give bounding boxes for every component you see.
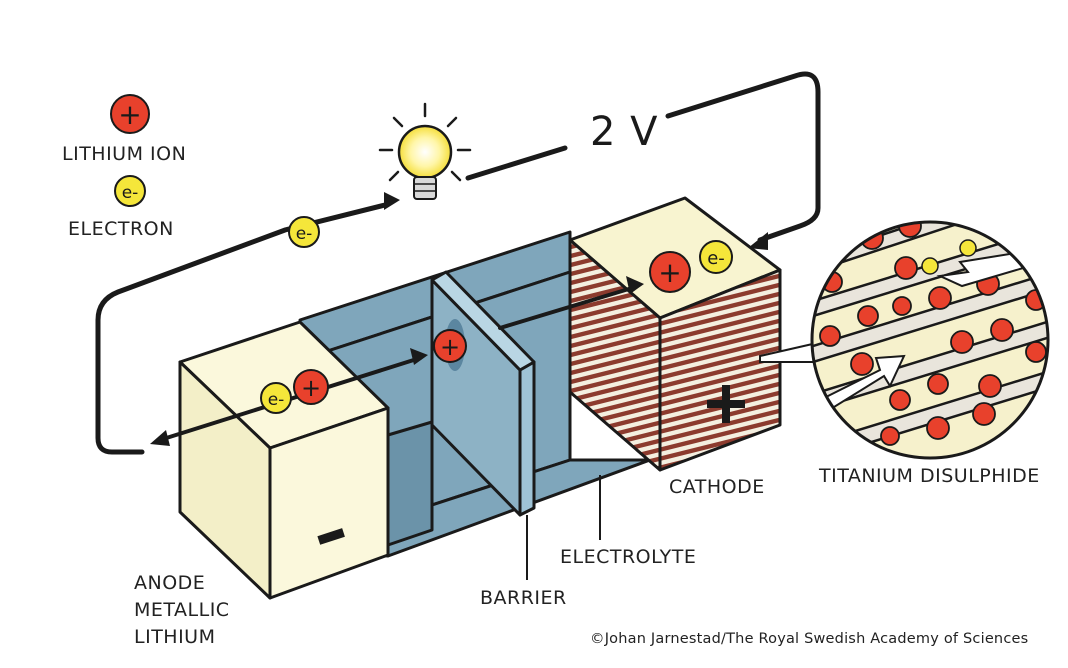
cathode-electron-symbol: e- <box>707 248 725 269</box>
cathode-plus-icon <box>707 385 745 423</box>
anode-minus-icon <box>317 528 345 545</box>
legend-ion-icon: + <box>110 94 150 134</box>
ion-arrow-icon <box>410 348 428 365</box>
anode-ion-icon: + <box>293 369 329 405</box>
legend-electron-icon: e- <box>114 175 146 207</box>
legend-ion-symbol: + <box>118 98 141 131</box>
voltage-label: 2 V <box>590 109 659 155</box>
light-bulb-icon <box>378 102 472 200</box>
anode-electron-icon: e- <box>260 382 292 414</box>
barrier-ion-icon: + <box>433 329 467 363</box>
cathode-block <box>568 196 782 472</box>
legend-electron-symbol: e- <box>122 183 139 203</box>
wire-electron-icon: e- <box>288 216 320 248</box>
cathode-ion-symbol: + <box>658 256 681 289</box>
wire-electron-symbol: e- <box>296 224 313 244</box>
electrolyte-label: ELECTROLYTE <box>560 546 697 568</box>
circuit-wire <box>95 71 821 455</box>
anode-electron-symbol: e- <box>268 390 285 410</box>
label-leaders <box>526 475 601 580</box>
legend-electron-label: ELECTRON <box>68 218 174 240</box>
barrier-ion-symbol: + <box>440 333 460 361</box>
wire-arrow-icon <box>384 192 400 210</box>
legend-ion-label: LITHIUM ION <box>62 143 187 165</box>
credit-text: ©Johan Jarnestad/The Royal Swedish Acade… <box>590 631 1029 647</box>
ion-arrow-icon <box>150 430 170 446</box>
magnified-view <box>810 220 1050 460</box>
anode-label: ANODE METALLIC LITHIUM <box>134 570 230 651</box>
anode-label-line-2: METALLIC <box>134 599 230 621</box>
cathode-electron-icon: e- <box>699 240 733 274</box>
anode-label-line-3: LITHIUM <box>134 626 216 648</box>
titanium-disulphide-label: TITANIUM DISULPHIDE <box>819 465 1040 487</box>
barrier-label: BARRIER <box>480 587 567 609</box>
cathode-ion-icon: + <box>649 251 691 293</box>
ion-arrow-icon <box>626 276 644 294</box>
cathode-label: CATHODE <box>669 476 765 498</box>
anode-label-line-1: ANODE <box>134 572 206 594</box>
anode-ion-symbol: + <box>301 374 321 402</box>
wire-arrow-icon <box>748 232 768 250</box>
